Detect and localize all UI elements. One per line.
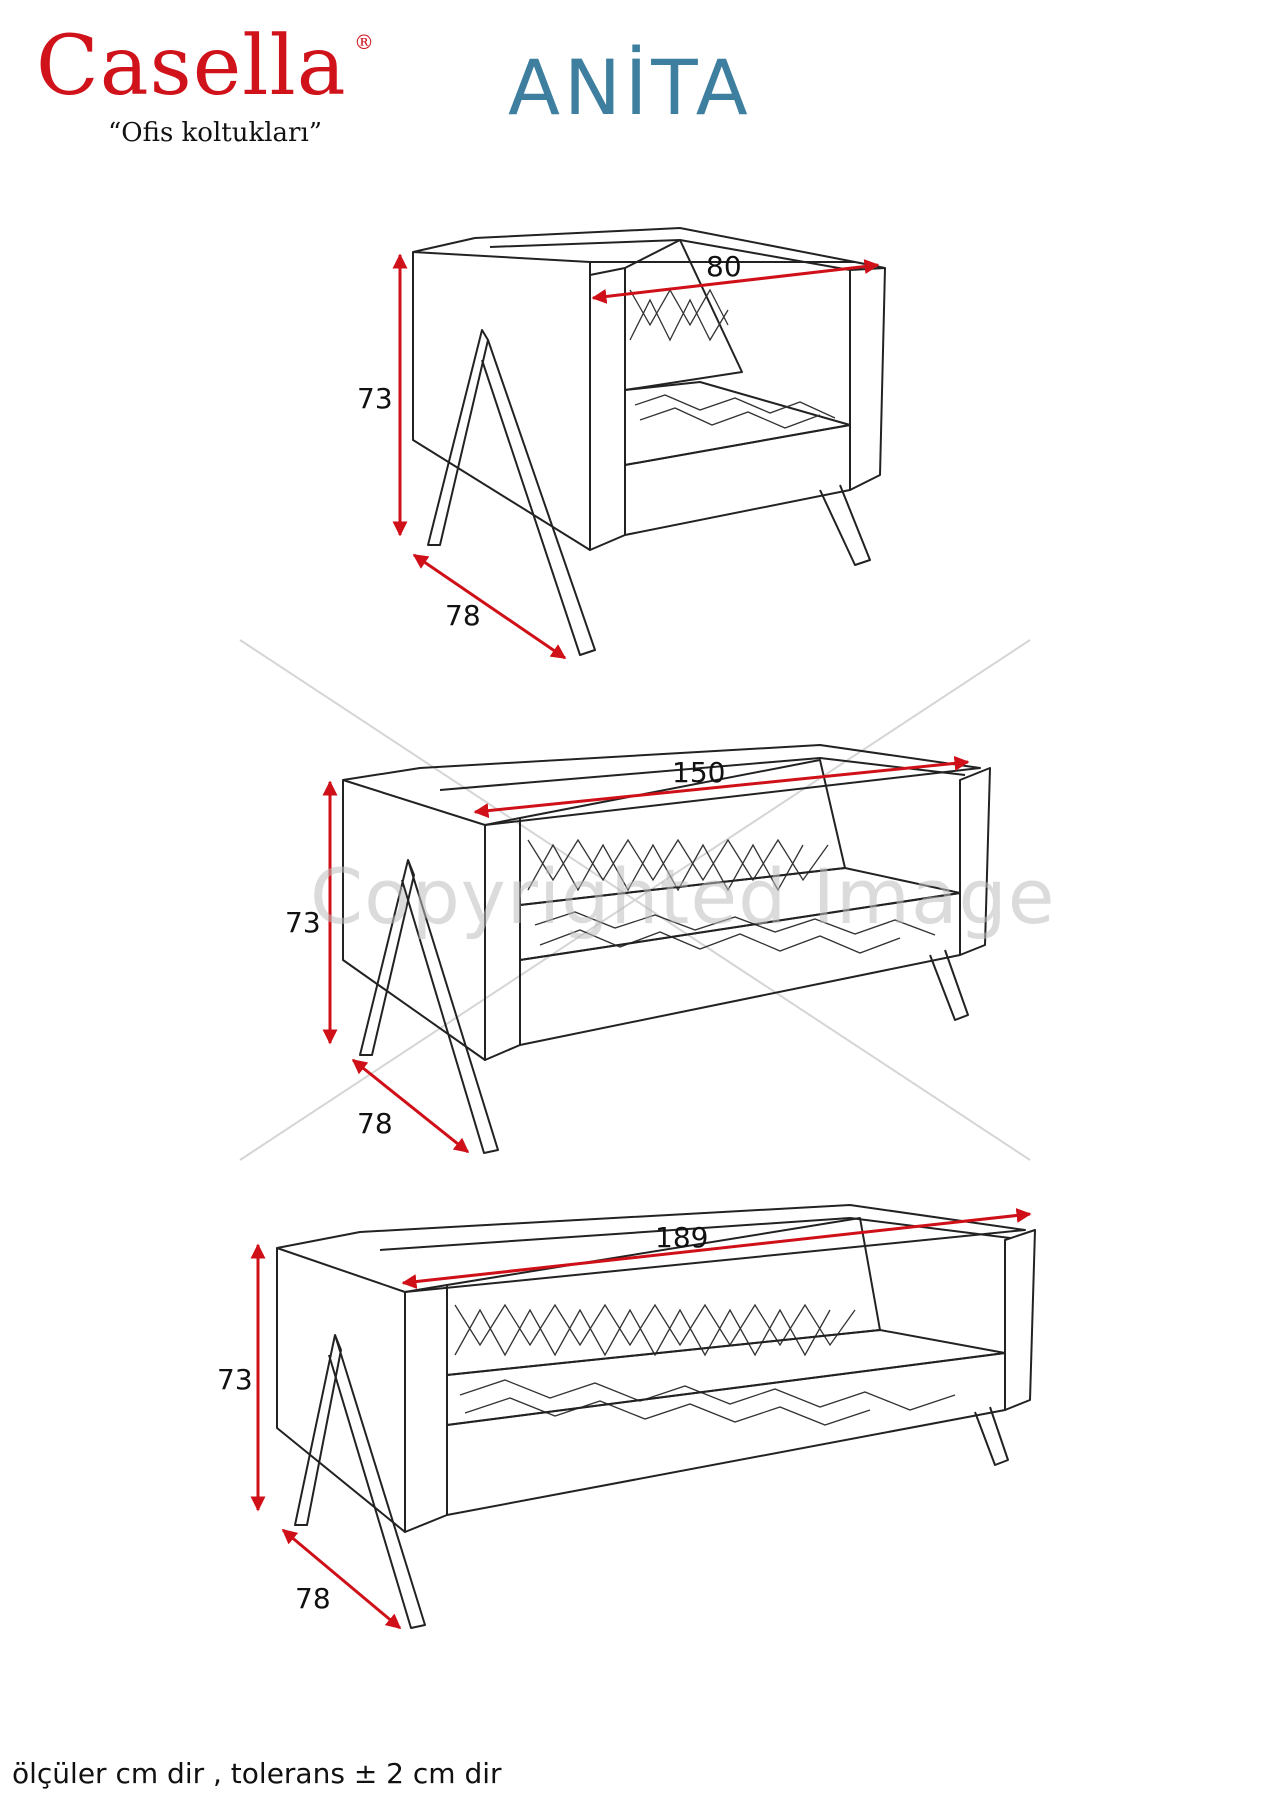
three-seater-height-label: 73 [217, 1363, 253, 1396]
three-seater-sofa-drawing: 73 189 78 [217, 1204, 1036, 1630]
two-seater-depth-label: 78 [357, 1107, 393, 1140]
two-seater-sofa-drawing: 73 150 78 [285, 744, 991, 1154]
armchair-drawing: 73 80 78 [357, 227, 886, 660]
armchair-height-label: 73 [357, 382, 393, 415]
product-title: ANİTA [508, 43, 752, 132]
brand-logo: Casella ® “Ofis koltukları” [36, 26, 376, 156]
brand-tagline: “Ofis koltukları” [108, 118, 323, 148]
watermark-text: Copyrighted Image [310, 852, 1056, 941]
brand-name: Casella [36, 19, 347, 114]
three-seater-depth-label: 78 [295, 1582, 331, 1615]
armchair-depth-label: 78 [445, 599, 481, 632]
two-seater-height-label: 73 [285, 906, 321, 939]
two-seater-width-label: 150 [672, 756, 725, 789]
three-seater-width-label: 189 [655, 1221, 708, 1254]
registered-mark: ® [354, 30, 374, 54]
armchair-width-label: 80 [706, 250, 742, 283]
tolerance-note: ölçüler cm dir , tolerans ± 2 cm dir [12, 1757, 502, 1790]
